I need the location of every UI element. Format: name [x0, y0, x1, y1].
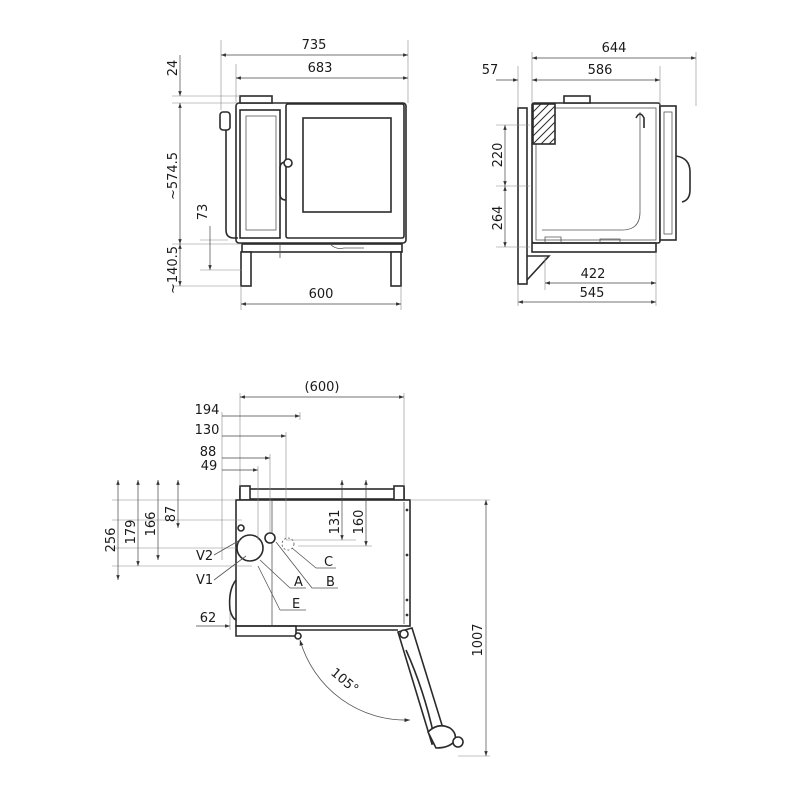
plan-h-194: 194: [195, 403, 220, 418]
plan-v-179: 179: [124, 520, 139, 545]
front-drain-height: 73: [196, 204, 211, 221]
front-top-cap: [239, 95, 273, 104]
plan-v-166: 166: [144, 512, 159, 537]
side-inner-pipe: [542, 112, 641, 231]
front-drain-pipe: [279, 243, 364, 258]
front-handle: [279, 161, 287, 201]
plan-side-hose: [228, 579, 237, 621]
plan-depth-door-open: 1007: [471, 623, 486, 656]
front-width-overall: 735: [302, 38, 327, 53]
front-base-bar: [241, 243, 403, 253]
front-leg-right: [390, 251, 402, 287]
front-window: [302, 117, 392, 213]
side-lower-height: 264: [491, 206, 506, 231]
side-view: 644 586 57 220 264 422 545: [482, 41, 697, 306]
plan-side-62: 62: [200, 611, 217, 626]
plan-v-131: 131: [328, 510, 343, 535]
front-hose-fitting: [219, 111, 231, 131]
label-b: B: [326, 575, 335, 590]
side-body-inner: [535, 107, 657, 241]
plan-open-door: [396, 627, 464, 749]
side-foot-depth-outer: 545: [580, 286, 605, 301]
plan-connection-v: [236, 534, 264, 562]
plan-view: 105° (600) 194 130 88 49 256 179 166 87: [104, 380, 490, 757]
side-base-bar: [531, 242, 657, 253]
side-foot-bracket: [526, 255, 551, 281]
plan-v-87: 87: [164, 506, 179, 523]
front-body: [235, 102, 407, 244]
front-view: 735 683 24 ~574.5 ~140.5 73 600: [166, 38, 409, 310]
front-handle-knob: [283, 158, 293, 168]
front-width-body: 683: [308, 61, 333, 76]
plan-v-160: 160: [352, 510, 367, 535]
side-hose-fitting: [635, 113, 645, 128]
side-back-plate: [517, 107, 528, 285]
plan-h-130: 130: [195, 423, 220, 438]
plan-h-88: 88: [200, 445, 217, 460]
side-vent: [532, 103, 556, 145]
plan-body: [235, 499, 411, 627]
front-leg-left: [240, 251, 252, 287]
side-feet: [544, 236, 621, 243]
plan-front-panel: [235, 625, 297, 637]
plan-swing-arc: [299, 639, 411, 723]
side-handle: [675, 155, 691, 203]
front-height-body: ~574.5: [166, 152, 181, 200]
plan-h-49: 49: [201, 459, 218, 474]
label-e: E: [292, 597, 300, 612]
label-a: A: [294, 575, 303, 590]
front-top-offset: 24: [166, 60, 181, 77]
plan-connection-a: [264, 532, 276, 544]
plan-connection-c: [281, 537, 295, 551]
side-upper-height: 220: [491, 143, 506, 168]
plan-rear-rail: [239, 488, 405, 500]
front-base-width: 600: [309, 287, 334, 302]
plan-width: (600): [305, 380, 340, 395]
label-v2: V2: [196, 549, 213, 564]
front-foot-height: ~140.5: [166, 246, 181, 294]
front-door: [285, 103, 405, 239]
side-depth-overall: 644: [602, 41, 627, 56]
side-foot-depth-inner: 422: [581, 267, 606, 282]
side-door: [659, 105, 677, 241]
front-control-inner: [245, 115, 277, 231]
label-c: C: [324, 555, 333, 570]
side-depth-body: 586: [588, 63, 613, 78]
label-v1: V1: [196, 573, 213, 588]
side-back-offset: 57: [482, 63, 499, 78]
front-side-hose: [225, 122, 238, 239]
side-top-cap: [563, 95, 591, 104]
plan-v-256: 256: [104, 528, 119, 553]
